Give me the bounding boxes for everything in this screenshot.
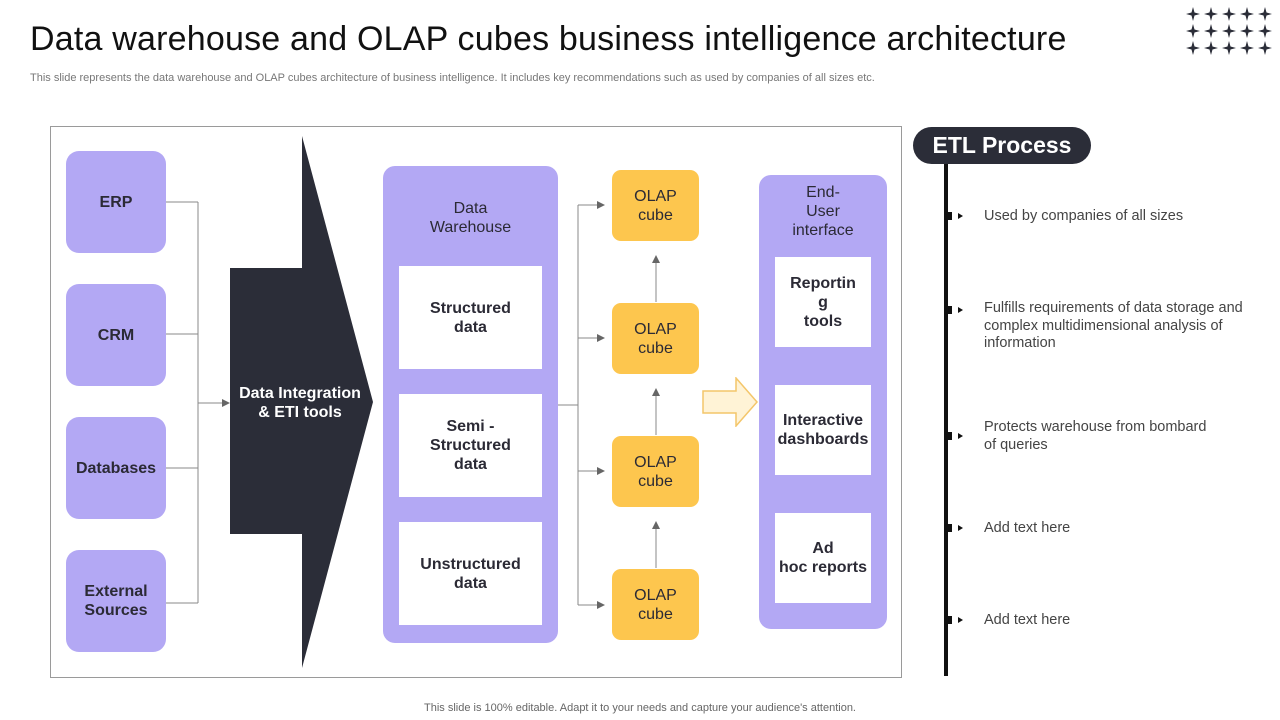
warehouse-item-label: Structured data [430, 299, 511, 336]
integration-label: Data Integration & ETI tools [239, 385, 361, 421]
right-arrow-icon [702, 377, 758, 427]
bullet-marker-icon [944, 212, 963, 220]
page-title: Data warehouse and OLAP cubes business i… [30, 20, 1067, 58]
end-user-item-dashboards: Interactive dashboards [775, 385, 871, 475]
source-label: External Sources [84, 583, 148, 619]
bullet-marker-icon [944, 432, 963, 440]
olap-cube-label: OLAP cube [634, 320, 677, 357]
olap-cube-4: OLAP cube [612, 569, 699, 640]
data-warehouse-title: Data Warehouse [429, 200, 512, 236]
footer-note: This slide is 100% editable. Adapt it to… [424, 702, 856, 714]
end-user-item-ad-hoc-reports: Ad hoc reports [775, 513, 871, 603]
source-external: External Sources [66, 550, 166, 652]
etl-item-3: Protects warehouse from bombard of queri… [984, 419, 1207, 453]
source-databases: Databases [66, 417, 166, 519]
end-user-item-reporting-tools: Reportin g tools [775, 257, 871, 347]
olap-cube-2: OLAP cube [612, 303, 699, 374]
olap-cube-label: OLAP cube [634, 453, 677, 490]
end-user-item-label: Reportin g tools [790, 274, 856, 330]
olap-cube-3: OLAP cube [612, 436, 699, 507]
end-user-item-label: Interactive dashboards [777, 412, 869, 448]
olap-cube-label: OLAP cube [634, 187, 677, 224]
bullet-marker-icon [944, 524, 963, 532]
source-erp: ERP [66, 151, 166, 253]
diagram-frame [50, 126, 902, 678]
warehouse-item-label: Unstructured data [420, 555, 521, 592]
etl-timeline [944, 163, 948, 676]
end-user-interface-title: End- User interface [792, 184, 854, 239]
warehouse-item-label: Semi - Structured data [430, 418, 511, 473]
warehouse-item-structured: Structured data [399, 266, 542, 369]
integration-arrow-shape [230, 136, 373, 668]
source-crm: CRM [66, 284, 166, 386]
sparkle-grid-icon [1186, 7, 1272, 55]
warehouse-item-semi-structured: Semi - Structured data [399, 394, 542, 497]
etl-item-1: Used by companies of all sizes [984, 208, 1184, 224]
warehouse-item-unstructured: Unstructured data [399, 522, 542, 625]
olap-cube-label: OLAP cube [634, 586, 677, 623]
page-subtitle: This slide represents the data warehouse… [30, 72, 875, 84]
etl-item-2: Fulfills requirements of data storage an… [984, 300, 1243, 351]
bullet-marker-icon [944, 616, 963, 624]
bullet-marker-icon [944, 306, 963, 314]
etl-item-4: Add text here [984, 520, 1071, 536]
source-label: Databases [75, 459, 157, 477]
source-label: CRM [97, 326, 135, 344]
etl-item-5: Add text here [984, 612, 1071, 628]
etl-process-title-text: ETL Process [932, 132, 1072, 158]
end-user-item-label: Ad hoc reports [778, 540, 867, 576]
olap-cube-1: OLAP cube [612, 170, 699, 241]
etl-process-title: ETL Process [913, 127, 1091, 164]
source-label: ERP [99, 193, 133, 211]
